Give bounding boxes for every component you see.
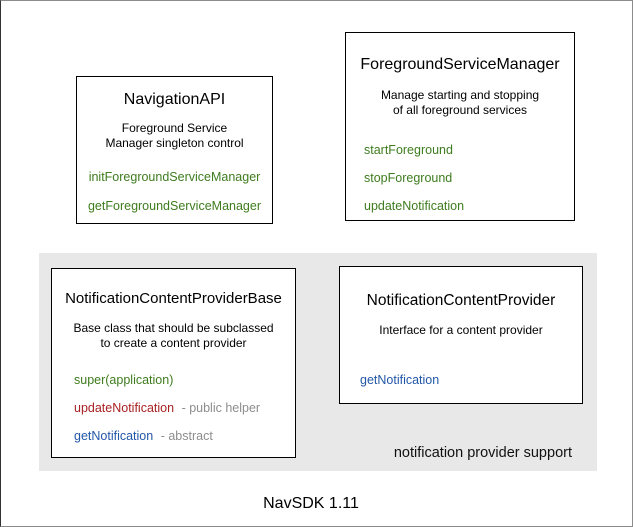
- method-list: super(application) updateNotification - …: [52, 374, 295, 443]
- description-line: of all foreground services: [392, 103, 528, 117]
- method-stop-foreground: stopForeground: [364, 171, 453, 185]
- class-box-navigation-api: NavigationAPI Foreground Service Manager…: [76, 76, 273, 224]
- class-description: Manage starting and stopping of all fore…: [346, 88, 574, 118]
- class-box-foreground-service-manager: ForegroundServiceManager Manage starting…: [345, 32, 575, 221]
- description-line: Interface for a content provider: [379, 323, 543, 337]
- diagram-caption: NavSDK 1.11: [263, 495, 359, 512]
- description-line: Base class that should be subclassed: [73, 321, 274, 335]
- method-list: getNotification: [340, 374, 582, 387]
- class-description: Interface for a content provider: [340, 323, 582, 338]
- group-label-notification-provider-support: notification provider support: [393, 445, 572, 461]
- method-get-notification: getNotification - abstract: [74, 430, 295, 443]
- method-super-application: super(application): [74, 374, 295, 387]
- method-list: startForeground stopForeground updateNot…: [346, 144, 574, 213]
- method-get-notification: getNotification: [360, 373, 440, 387]
- method-update-notification: updateNotification: [364, 199, 465, 213]
- class-box-notification-content-provider: NotificationContentProvider Interface fo…: [339, 266, 583, 404]
- description-line: to create a content provider: [100, 336, 247, 350]
- class-description: Base class that should be subclassed to …: [52, 321, 295, 351]
- class-title-notification-content-provider: NotificationContentProvider: [366, 292, 556, 309]
- method-update-notification: updateNotification - public helper: [74, 402, 295, 415]
- method-start-foreground: startForeground: [364, 143, 453, 157]
- class-title-foreground-service-manager: ForegroundServiceManager: [360, 56, 560, 73]
- class-description: Foreground Service Manager singleton con…: [77, 121, 272, 151]
- method-label: updateNotification: [74, 401, 175, 415]
- description-line: Manage starting and stopping: [380, 88, 540, 102]
- class-title-notification-content-provider-base: NotificationContentProviderBase: [65, 290, 282, 307]
- method-get-foreground-service-manager: getForegroundServiceManager: [87, 199, 262, 213]
- method-annotation: - public helper: [181, 401, 261, 415]
- method-label: super(application): [74, 373, 174, 387]
- method-annotation: - abstract: [160, 429, 213, 443]
- method-list: initForegroundServiceManager getForegrou…: [77, 171, 272, 213]
- class-title-navigation-api: NavigationAPI: [123, 91, 226, 108]
- description-line: Manager singleton control: [105, 136, 244, 150]
- description-line: Foreground Service: [121, 121, 228, 135]
- class-box-notification-content-provider-base: NotificationContentProviderBase Base cla…: [51, 268, 296, 458]
- method-init-foreground-service-manager: initForegroundServiceManager: [88, 170, 261, 184]
- method-label: getNotification: [74, 429, 154, 443]
